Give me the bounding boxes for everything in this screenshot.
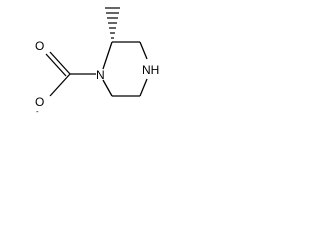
carbonyl-oxygen-label: O [35, 39, 44, 53]
bond-n4-c5 [139, 78, 148, 97]
oxide-charge-label: - [36, 107, 39, 116]
bond-carbon-carbonyl-o-a [49, 51, 71, 75]
carboxylate-group [45, 51, 96, 97]
ring-nitrogen-1-label: N [96, 68, 105, 82]
oxide-oxygen-label: O [35, 95, 44, 109]
bond-n1-c2 [102, 41, 113, 70]
methyl-hashed-wedge [105, 7, 120, 39]
bond-c6-n1 [102, 79, 113, 97]
bond-carbon-oxide [49, 73, 71, 97]
bond-c3-n4 [139, 41, 148, 60]
bond-carbon-carbonyl-o-b [45, 53, 67, 77]
ring-nitrogen-4-label: NH [142, 63, 159, 77]
piperazine-ring [102, 41, 148, 97]
molecule-structure-diagram: O O - N NH [35, 7, 159, 116]
